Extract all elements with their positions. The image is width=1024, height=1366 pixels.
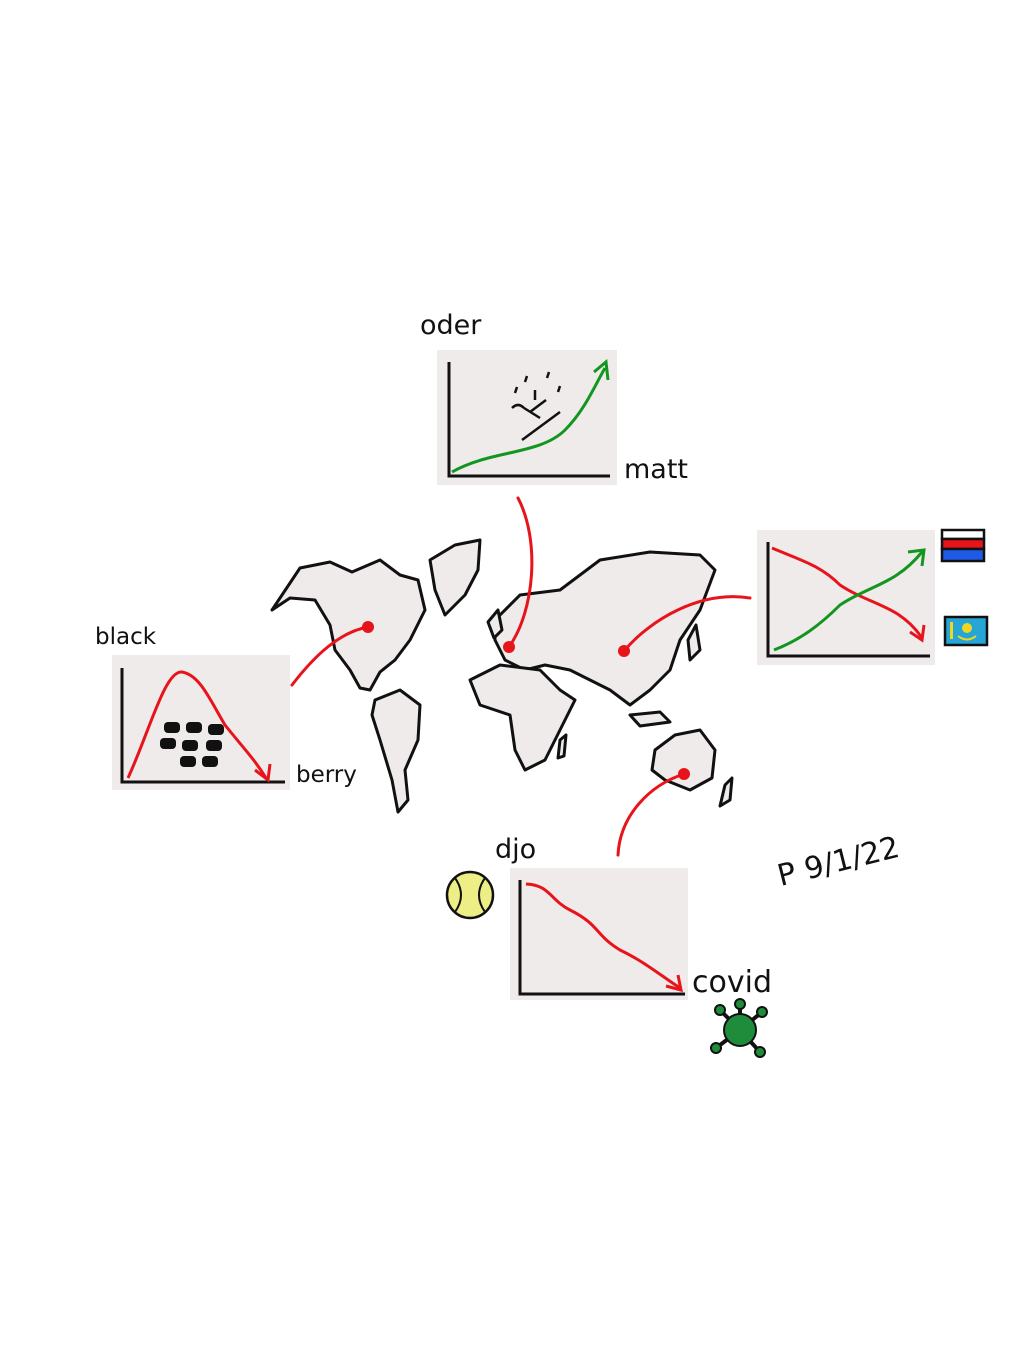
australia: [650, 728, 717, 792]
skier-icon: [511, 371, 562, 442]
label-covid: covid: [692, 965, 772, 1000]
connectors: [290, 496, 752, 857]
chart-oder-matt: [437, 350, 617, 485]
arrowhead-red: [909, 624, 926, 643]
arrowhead: [665, 974, 683, 993]
trend-up-line: [451, 367, 607, 474]
dot-europe: [503, 641, 515, 653]
label-oder: oder: [420, 310, 482, 341]
axes: [120, 668, 285, 784]
arrowhead-green: [907, 548, 926, 567]
axes: [447, 362, 610, 478]
trend-down-line: [525, 882, 681, 990]
trend-up-line: [773, 551, 924, 652]
greenland: [428, 538, 482, 617]
uk: [486, 608, 504, 640]
chart-russia-kazakhstan: [757, 530, 935, 665]
connector-asia: [622, 595, 752, 653]
africa: [468, 663, 577, 772]
connector-north-america: [290, 625, 370, 687]
new-zealand: [718, 776, 734, 808]
blackberry-logo-icon: [160, 722, 224, 767]
arrowhead: [254, 763, 272, 783]
north-america: [270, 558, 427, 692]
connector-australia: [616, 772, 686, 857]
arrowhead: [593, 359, 610, 381]
connector-europe: [507, 496, 534, 649]
chart-djo-covid: [510, 868, 688, 1000]
label-matt: matt: [624, 454, 689, 485]
kazakhstan-flag-icon: [943, 615, 989, 647]
virus-icon: [710, 998, 768, 1058]
japan: [686, 623, 702, 662]
label-djo: djo: [495, 834, 537, 865]
label-black: black: [95, 624, 157, 650]
trend-down-line: [771, 546, 924, 639]
dot-australia: [678, 768, 690, 780]
peak-line: [126, 670, 268, 779]
indonesia: [628, 710, 672, 728]
tennis-ball-icon: [445, 870, 495, 920]
label-berry: berry: [296, 762, 357, 788]
south-america: [370, 688, 422, 814]
russia-flag-icon: [940, 528, 986, 563]
axes: [518, 880, 685, 996]
dot-asia: [618, 645, 630, 657]
axes: [766, 542, 930, 658]
dot-north-america: [362, 621, 374, 633]
madagascar: [556, 733, 568, 760]
chart-blackberry: [112, 655, 290, 790]
world-map: [270, 538, 734, 814]
